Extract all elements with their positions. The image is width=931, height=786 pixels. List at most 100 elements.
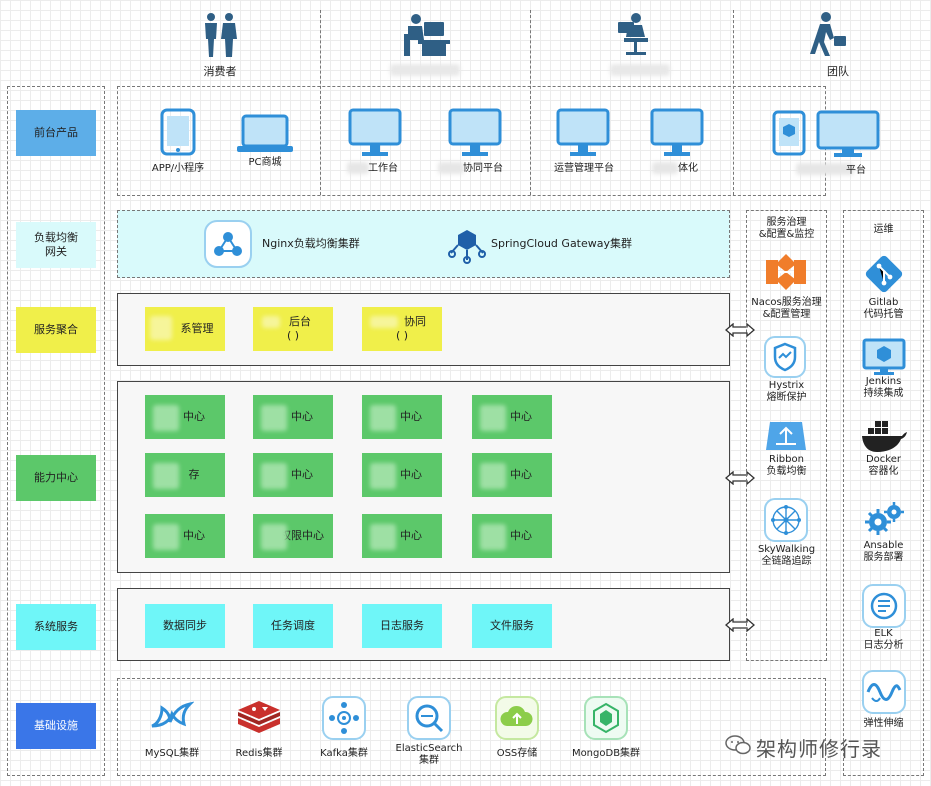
governance-label: Ribbon 负载均衡 [766,454,807,477]
capability-tile-label: 中心 [291,410,313,423]
role-divider [733,10,734,195]
capability-tile: 中心 [472,395,552,439]
capability-tile: 权限中心 [253,514,333,558]
monitor-icon [448,108,502,162]
tile-redacted [153,463,179,489]
capability-tile: 中心 [145,395,225,439]
label-redacted [652,162,678,174]
tile-redacted [370,463,396,489]
capability-tile-label: 中心 [400,468,422,481]
layer-infra: 基础设施 [16,703,96,749]
governance-panel [746,210,827,661]
monitor-icon [348,108,402,162]
desk-worker-icon [402,12,452,62]
capability-tile-label: 中心 [510,410,532,423]
ops-label: Jenkins 持续集成 [863,376,904,399]
role-divider [320,10,321,195]
capability-tile-label: 中心 [400,529,422,542]
double-arrow [725,322,755,338]
layer-gateway: 负载均衡 网关 [16,222,96,268]
jenkins-icon [862,338,906,380]
capability-tile: 中心 [253,453,333,497]
capability-tile-label: 中心 [291,468,313,481]
tile-redacted [153,405,179,431]
tile-redacted [261,405,287,431]
front-product-label: 工作台 [368,163,398,174]
governance-label: Hystrix 熔断保护 [766,380,807,403]
layer-system: 系统服务 [16,604,96,650]
layer-capability: 能力中心 [16,455,96,501]
tile-redacted [370,405,396,431]
infra-label: Redis集群 [235,748,283,759]
infra-label: MySQL集群 [144,748,200,759]
ops-label: ELK 日志分析 [863,628,904,651]
tile-redacted [262,316,280,328]
capability-tile-label: 中心 [400,410,422,423]
infra-label: MongoDB集群 [571,748,641,759]
skywalking-icon [764,498,808,546]
front-product-label: PC商城 [248,157,282,168]
label-redacted [796,163,854,175]
front-product-label: 体化 [678,163,698,174]
role-label-redacted [610,64,670,76]
aggregate-tile-line1: 后台 [289,315,311,328]
aggregate-tile: 协同 ( ) [362,307,442,351]
capability-tile-label: 权限中心 [280,529,324,542]
layer-aggregate: 服务聚合 [16,307,96,353]
ops-label: Docker 容器化 [865,454,901,477]
label-redacted [438,162,464,174]
aggregate-tile-line2: ( ) [395,329,409,342]
tile-redacted [150,316,172,340]
nginx-icon [204,220,252,272]
tile-redacted [480,405,506,431]
system-service-tile: 日志服务 [362,604,442,648]
elk-icon [862,584,906,632]
system-service-tile: 文件服务 [472,604,552,648]
capability-tile-label: 中心 [510,529,532,542]
aggregate-tile-line1: 协同 [404,315,426,328]
aggregate-tile-line1: 系管理 [180,322,214,335]
gitlab-icon [862,252,906,300]
ops-label: Gitlab 代码托管 [863,297,904,320]
infra-label: OSS存储 [496,748,538,759]
ansible-icon [862,500,906,544]
oss-icon [495,696,539,744]
runner-icon [808,12,848,62]
capability-tile-label: 存 [188,468,200,481]
capability-tile-label: 中心 [510,468,532,481]
monitor-icon [556,108,610,162]
nacos-icon [764,252,808,296]
tile-redacted [480,463,506,489]
devices-icon [772,110,884,162]
capability-tile: 中心 [145,514,225,558]
front-product-label: 运营管理平台 [554,163,614,174]
monitor-icon [650,108,704,162]
ops-title: 运维 [873,224,894,235]
role-label: 团队 [827,65,849,78]
tablet-icon [160,108,196,160]
redis-icon [236,698,282,742]
infra-label: ElasticSearch 集群 [395,743,463,766]
people-icon [200,12,240,62]
mysql-icon [148,696,195,742]
docker-icon [860,418,908,458]
role-divider [530,10,531,195]
front-product-label: APP/小程序 [151,163,205,174]
role-label: 消费者 [203,65,237,78]
capability-tile: 中心 [362,514,442,558]
capability-tile-label: 中心 [183,410,205,423]
governance-label: Nacos服务治理 &配置管理 [751,297,822,320]
ops-label: 弹性伸缩 [863,718,904,729]
double-arrow [725,470,755,486]
layer-column [7,86,105,776]
capability-tile: 中心 [472,453,552,497]
role-label-redacted [390,64,460,76]
ribbon-icon [764,420,808,456]
watermark-text: 架构师修行录 [756,737,882,761]
system-service-tile: 数据同步 [145,604,225,648]
tile-redacted [480,524,506,550]
infra-panel [117,678,826,776]
governance-title: 服务治理 &配置&监控 [758,217,815,240]
ops-label: Ansable 服务部署 [863,540,904,563]
capability-tile: 中心 [362,395,442,439]
